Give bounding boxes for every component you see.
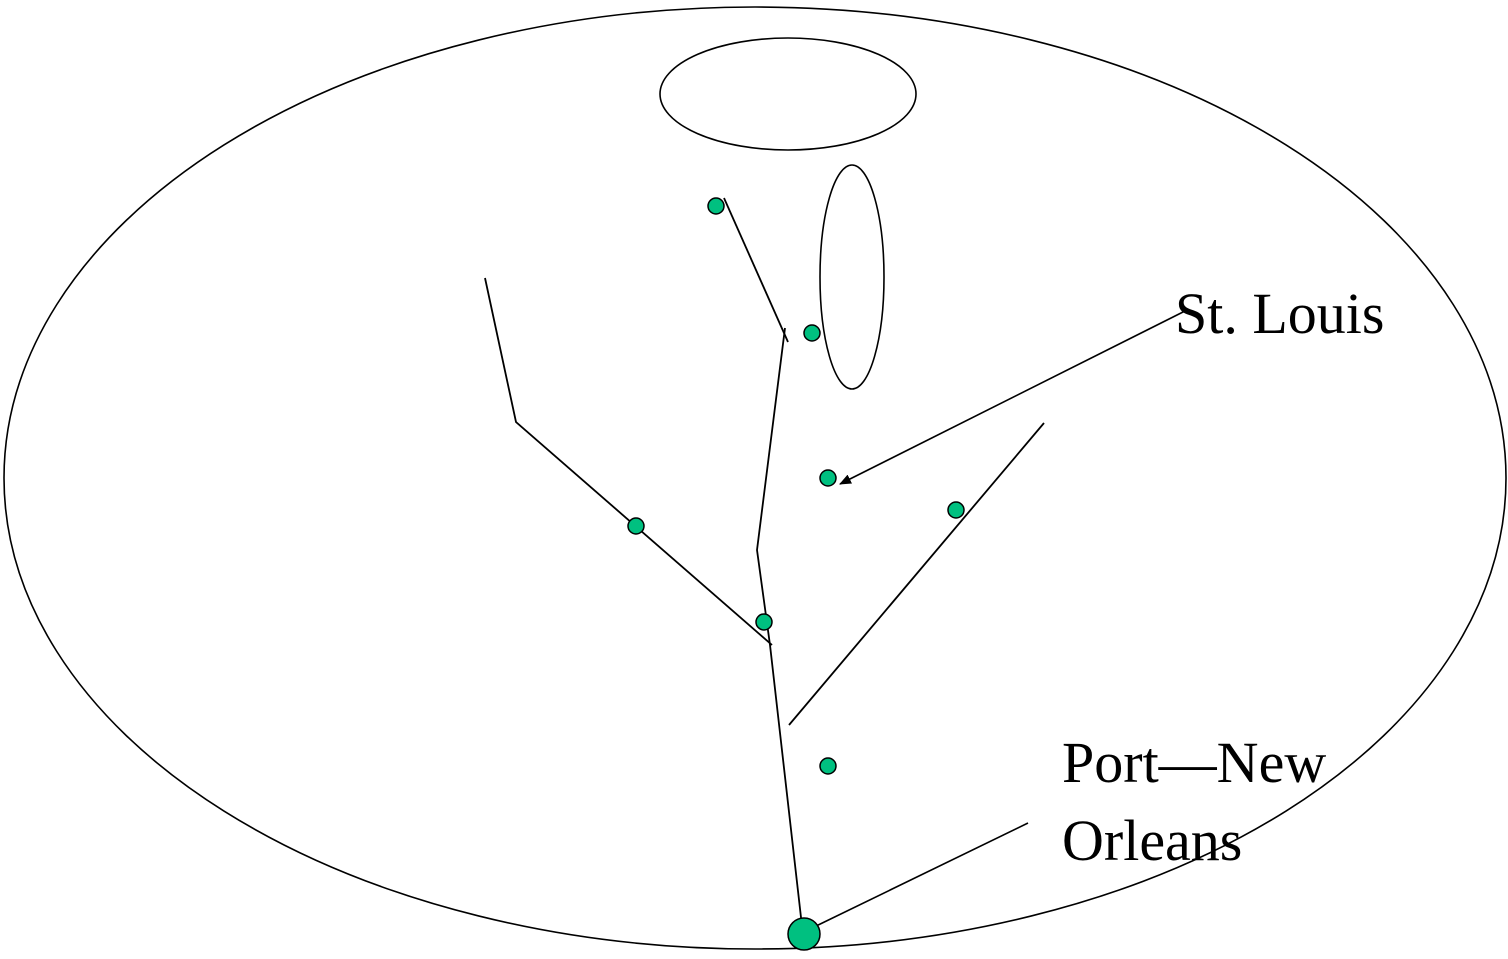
- city-marker-confluence: [755, 613, 773, 631]
- port-new-orleans-marker: [787, 917, 821, 951]
- port-label-line2: Orleans: [1062, 808, 1242, 873]
- lake-horizontal-ellipse: [659, 37, 917, 151]
- st-louis-pointer-arrow: [839, 310, 1186, 485]
- city-marker-upper: [803, 324, 821, 342]
- port-label-line1: Port—New: [1062, 730, 1326, 795]
- western-tributary: [484, 277, 773, 646]
- river-upper-segment: [723, 197, 789, 343]
- city-markers: [627, 197, 965, 951]
- st-louis-label: St. Louis: [1175, 281, 1385, 346]
- city-marker-south: [819, 757, 837, 775]
- region-boundary-ellipse: [3, 6, 1507, 950]
- eastern-tributary: [788, 422, 1045, 726]
- city-marker-east: [947, 501, 965, 519]
- city-marker-north: [707, 197, 725, 215]
- port-pointer-line: [811, 822, 1029, 929]
- city-marker-west: [627, 517, 645, 535]
- city-marker-st-louis: [819, 469, 837, 487]
- main-river-trunk: [756, 327, 804, 936]
- lake-vertical-ellipse: [819, 164, 885, 390]
